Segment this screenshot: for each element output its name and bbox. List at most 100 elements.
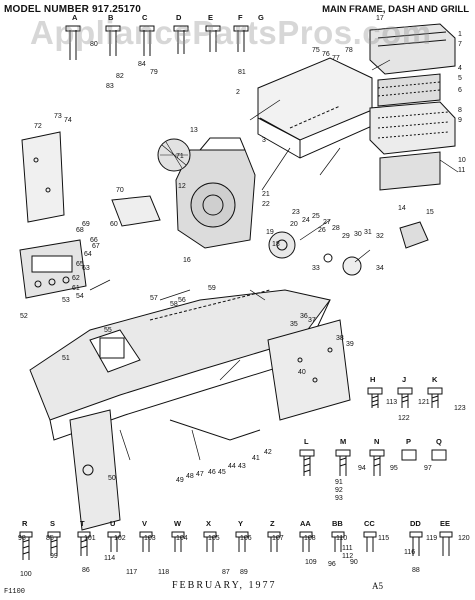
callout-97: 97 (424, 465, 432, 472)
callout-24: 24 (302, 217, 310, 224)
callout-119: 119 (426, 535, 437, 542)
callout-72: 72 (34, 123, 42, 130)
hardware-letter-l: L (304, 437, 309, 446)
callout-93: 93 (335, 495, 343, 502)
front-support (69, 409, 121, 531)
mesh-screen (379, 151, 441, 191)
callout-120: 120 (458, 535, 470, 542)
callout-76: 76 (322, 51, 330, 58)
callout-16: 16 (183, 257, 191, 264)
hardware-letter-cc: CC (364, 519, 375, 528)
callout-107: 107 (272, 535, 284, 542)
callout-91: 91 (335, 479, 343, 486)
callout-79: 79 (150, 69, 158, 76)
callout-34: 34 (376, 265, 384, 272)
hardware-letter-j: J (402, 375, 406, 384)
callout-33: 33 (312, 265, 320, 272)
callout-40: 40 (298, 369, 306, 376)
hardware-letter-z: Z (270, 519, 275, 528)
hardware-bolt-h (367, 387, 383, 408)
callout-8: 8 (458, 107, 462, 114)
callout-6: 6 (458, 87, 462, 94)
callout-101: 101 (84, 535, 96, 542)
callout-68: 68 (76, 227, 84, 234)
rear-frame-plate (267, 319, 351, 421)
callout-13: 13 (190, 127, 198, 134)
hardware-letter-bb: BB (332, 519, 343, 528)
hardware-letter-t: T (80, 519, 85, 528)
main-frame (29, 289, 331, 421)
steering-rod (169, 419, 261, 441)
hardware-letter-e: E (208, 13, 213, 22)
hardware-bolt-m (335, 449, 351, 476)
callout-64: 64 (84, 251, 92, 258)
callout-39: 39 (346, 341, 354, 348)
callout-67: 67 (92, 243, 100, 250)
callout-44: 44 (228, 463, 236, 470)
callout-32: 32 (376, 233, 384, 240)
hardware-letter-c: C (142, 13, 148, 22)
callout-86: 86 (82, 567, 90, 574)
front-grille-housing (369, 101, 456, 155)
hardware-nut-p (401, 449, 417, 461)
callout-108: 108 (304, 535, 316, 542)
hardware-bolt-j (397, 387, 413, 408)
callout-90: 90 (350, 559, 358, 566)
hardware-letter-d: D (176, 13, 182, 22)
callout-61: 61 (72, 285, 80, 292)
callout-35: 35 (290, 321, 298, 328)
callout-38: 38 (336, 335, 344, 342)
callout-12: 12 (178, 183, 186, 190)
hardware-letter-ee: EE (440, 519, 450, 528)
callout-4: 4 (458, 65, 462, 72)
callout-15: 15 (426, 209, 434, 216)
callout-51: 51 (62, 355, 70, 362)
callout-21: 21 (262, 191, 270, 198)
callout-111: 111 (342, 545, 353, 552)
callout-123: 123 (454, 405, 466, 412)
callout-88: 88 (412, 567, 420, 574)
callout-77: 77 (332, 55, 340, 62)
watermark: AppliancePartsPros.com (30, 14, 432, 51)
hardware-letter-k: K (432, 375, 438, 384)
hardware-letter-v: V (142, 519, 147, 528)
callout-52: 52 (20, 313, 28, 320)
hardware-letter-m: M (340, 437, 346, 446)
callout-73: 73 (54, 113, 62, 120)
callout-100: 100 (20, 571, 32, 578)
callout-71: 71 (176, 153, 184, 160)
callout-45: 45 (218, 469, 226, 476)
callout-92: 92 (335, 487, 343, 494)
callout-105: 105 (208, 535, 220, 542)
callout-114: 114 (104, 555, 115, 562)
hardware-letter-g: G (258, 13, 264, 22)
callout-46: 46 (208, 469, 216, 476)
callout-29: 29 (342, 233, 350, 240)
callout-2: 2 (236, 89, 240, 96)
callout-14: 14 (398, 205, 406, 212)
callout-43: 43 (238, 463, 246, 470)
callout-113: 113 (386, 399, 397, 406)
callout-25: 25 (312, 213, 320, 220)
callout-23: 23 (292, 209, 300, 216)
hardware-letter-w: W (174, 519, 182, 528)
callout-22: 22 (262, 201, 270, 208)
callout-66: 66 (90, 237, 98, 244)
callout-36: 36 (300, 313, 308, 320)
callout-95: 95 (390, 465, 398, 472)
footer-code: F1100 (4, 588, 26, 596)
callout-60: 60 (110, 221, 118, 228)
callout-84: 84 (138, 61, 146, 68)
callout-54: 54 (76, 293, 84, 300)
callout-99: 99 (50, 553, 58, 560)
callout-26: 26 (318, 227, 326, 234)
callout-18: 18 (272, 241, 280, 248)
callout-94: 94 (358, 465, 366, 472)
hardware-letter-b: B (108, 13, 114, 22)
hardware-letter-a: A (72, 13, 78, 22)
callout-75: 75 (312, 47, 320, 54)
hardware-letter-f: F (238, 13, 243, 22)
grille-screen (377, 73, 441, 107)
callout-109: 109 (305, 559, 317, 566)
